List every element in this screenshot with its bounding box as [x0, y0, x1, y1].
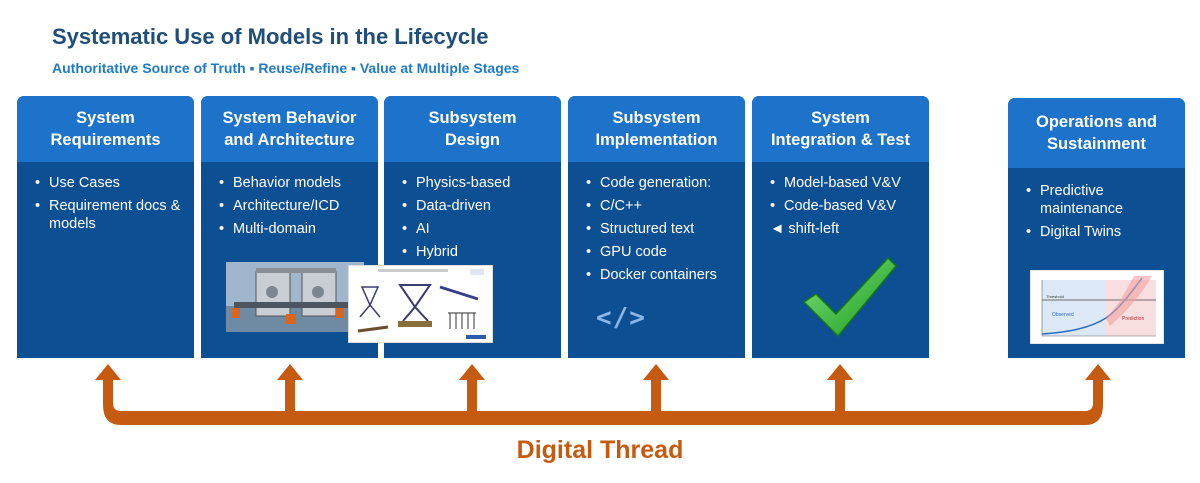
stage-title-line1: Subsystem	[612, 109, 701, 127]
robot-kinematics-image	[348, 265, 493, 343]
stage-item: ◄ shift-left	[770, 221, 840, 237]
stage-title-line2: Design	[444, 131, 500, 149]
stage-header: Operations and Sustainment	[1008, 98, 1185, 168]
thread-arrow-head	[643, 364, 669, 380]
code-icon: </>	[596, 303, 646, 333]
stage-card-subsystem-implementation: Subsystem Implementation Code generation…	[568, 96, 745, 358]
thread-arrow-shaft	[285, 379, 295, 425]
stage-item: Hybrid	[402, 243, 555, 261]
stage-item: Code-based V&V	[770, 197, 923, 215]
stage-item: Requirement docs & models	[35, 197, 188, 233]
thread-arrow-head	[1085, 364, 1111, 380]
checkmark-icon	[803, 257, 897, 337]
predictive-maintenance-chart-image: Threshold Observed Prediction	[1030, 270, 1164, 344]
stage-title-line2: Requirements	[50, 131, 161, 149]
stage-item: Model-based V&V	[770, 174, 923, 192]
stage-title-line1: Operations and	[1035, 113, 1158, 131]
stage-card-system-integration-test: System Integration & Test Model-based V&…	[752, 96, 929, 358]
stage-title-line2: Implementation	[595, 131, 718, 149]
stage-header: Subsystem Design	[384, 96, 561, 162]
stage-item: Predictive maintenance	[1026, 182, 1179, 218]
stage-item: Data-driven	[402, 197, 555, 215]
stage-header: System Behavior and Architecture	[201, 96, 378, 162]
thread-arrow-shaft	[835, 379, 845, 425]
stage-item: GPU code	[586, 243, 739, 261]
stage-item: Architecture/ICD	[219, 197, 372, 215]
stage-item-list: Code generation: C/C++ Structured text G…	[568, 162, 745, 284]
stage-item-list: Model-based V&V Code-based V&V ◄ shift-l…	[752, 162, 929, 238]
stage-item: Behavior models	[219, 174, 372, 192]
stage-item: Digital Twins	[1026, 223, 1179, 241]
stage-item: AI	[402, 220, 555, 238]
stage-item: C/C++	[586, 197, 739, 215]
thread-arrow-shaft	[467, 379, 477, 425]
chart-label-observed: Observed	[1052, 312, 1074, 318]
stage-item-list: Physics-based Data-driven AI Hybrid	[384, 162, 561, 261]
stage-title-line1: System	[811, 109, 870, 127]
stage-item-list: Predictive maintenance Digital Twins	[1008, 168, 1185, 241]
stage-item: Structured text	[586, 220, 739, 238]
thread-arrow-head	[277, 364, 303, 380]
stage-title-line2: Integration & Test	[770, 131, 911, 149]
chart-label-prediction: Prediction	[1122, 316, 1144, 322]
thread-arrow-head	[827, 364, 853, 380]
stage-title-line1: Subsystem	[428, 109, 517, 127]
stage-item-list: Behavior models Architecture/ICD Multi-d…	[201, 162, 378, 238]
stage-item-list: Use Cases Requirement docs & models	[17, 162, 194, 233]
thread-arrow-shaft	[1093, 379, 1103, 397]
chart-label-threshold: Threshold	[1046, 294, 1064, 299]
stage-item: Docker containers	[586, 266, 739, 284]
stage-header: Subsystem Implementation	[568, 96, 745, 162]
stage-header: System Requirements	[17, 96, 194, 162]
thread-arrow-shaft	[651, 379, 661, 425]
thread-arrow-head	[95, 364, 121, 380]
stage-item: Code generation:	[586, 174, 739, 192]
stage-title-line2: Sustainment	[1046, 135, 1147, 153]
digital-thread-label: Digital Thread	[516, 436, 684, 464]
stage-item: Physics-based	[402, 174, 555, 192]
page-title: Systematic Use of Models in the Lifecycl…	[52, 24, 489, 49]
thread-arrow-shaft	[103, 379, 113, 397]
stage-title-line2: and Architecture	[224, 131, 355, 149]
thread-arrow-head	[459, 364, 485, 380]
stage-title-line1: System Behavior	[222, 109, 357, 127]
stage-item: Multi-domain	[219, 220, 372, 238]
stage-card-system-requirements: System Requirements Use Cases Requiremen…	[17, 96, 194, 358]
stage-header: System Integration & Test	[752, 96, 929, 162]
page-subtitle: Authoritative Source of Truth ▪ Reuse/Re…	[52, 60, 520, 76]
digital-thread-bar-inner	[113, 395, 1093, 411]
machine-model-image	[226, 262, 364, 332]
stage-item: Use Cases	[35, 174, 188, 192]
stage-title-line1: System	[76, 109, 135, 127]
